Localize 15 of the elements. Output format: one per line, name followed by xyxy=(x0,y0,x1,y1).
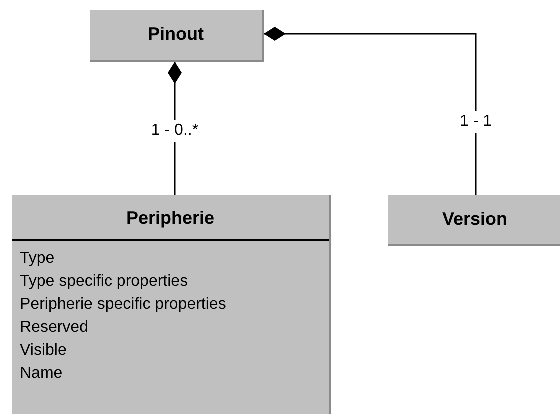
multiplicity-label: 1 - 1 xyxy=(459,110,493,132)
multiplicity-label: 1 - 0..* xyxy=(150,120,200,142)
class-name: Version xyxy=(441,208,509,231)
composition-connector xyxy=(264,27,477,195)
class-name: Pinout xyxy=(147,23,205,46)
attribute-text: Type specific properties xyxy=(20,272,190,292)
attribute-text: Name xyxy=(20,364,64,384)
class-box xyxy=(12,195,331,414)
class-name: Peripherie xyxy=(12,195,329,241)
attribute-text: Visible xyxy=(20,341,68,361)
attribute-text: Peripherie specific properties xyxy=(20,295,228,315)
class-box xyxy=(388,195,560,246)
class-box xyxy=(90,10,264,62)
attribute-text: Type xyxy=(20,249,56,269)
attribute-text: Reserved xyxy=(20,318,90,338)
